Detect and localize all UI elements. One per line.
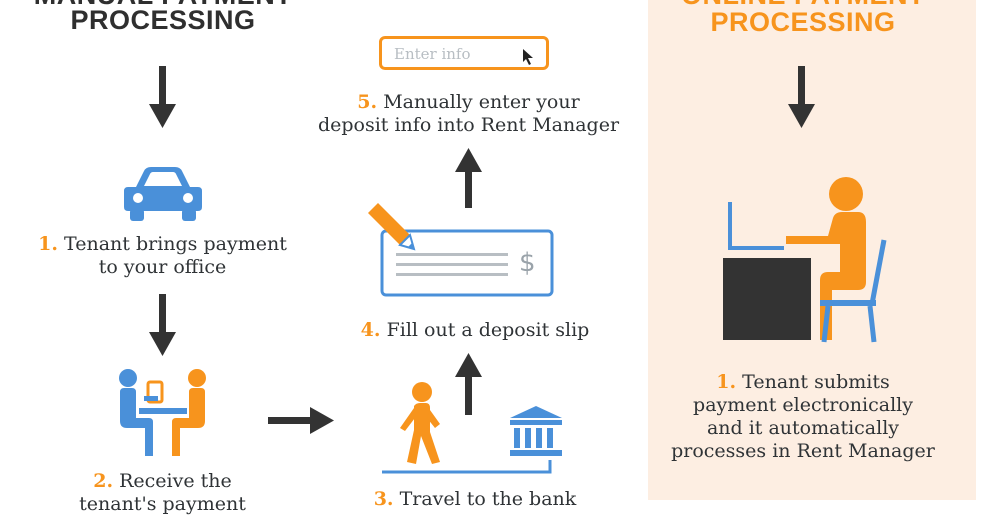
arrow-down-online — [788, 66, 815, 128]
online-heading-line2: PROCESSING — [710, 7, 896, 37]
online-step-text: 1. Tenant submits payment electronically… — [648, 371, 958, 463]
step-5-number: 5. — [357, 91, 378, 113]
step-2-text: 2. Receive the tenant's payment — [0, 470, 325, 516]
arrow-up-2 — [455, 148, 482, 208]
step-2-line2: tenant's payment — [79, 493, 246, 515]
online-step-line2: payment electronically — [693, 394, 913, 416]
travel-illustration — [382, 382, 562, 474]
step-5-line2: deposit info into Rent Manager — [317, 114, 620, 136]
flow-arrows — [149, 66, 815, 434]
step-1-line2: to your office — [98, 256, 227, 278]
enter-info-input[interactable]: Enter info — [379, 36, 549, 70]
step-4-text: 4. Fill out a deposit slip — [330, 319, 620, 342]
arrow-right — [268, 407, 334, 434]
step-1-number: 1. — [38, 233, 58, 255]
step-4-line1: Fill out a deposit slip — [386, 319, 590, 341]
step-5-text: 5. Manually enter your deposit info into… — [300, 91, 637, 137]
online-step-line1: Tenant submits — [742, 371, 890, 393]
computer-desk-icon — [723, 177, 887, 343]
arrow-up-1 — [455, 353, 482, 415]
online-step-line4: processes in Rent Manager — [671, 440, 935, 462]
step-3-line1: Travel to the bank — [399, 488, 577, 510]
step-2-number: 2. — [93, 470, 114, 492]
bank-icon — [510, 406, 562, 456]
manual-heading-line1: MANUAL PAYMENT — [18, 0, 308, 11]
online-heading-line1: ONLINE PAYMENT — [648, 0, 958, 11]
online-panel — [648, 0, 976, 500]
step-1-text: 1. Tenant brings payment to your office — [0, 233, 325, 279]
step-1-line1: Tenant brings payment — [64, 233, 287, 255]
svg-text:$: $ — [519, 248, 536, 278]
cursor-icon — [523, 49, 533, 65]
arrow-down-1 — [149, 66, 176, 128]
step-2-line1: Receive the — [119, 470, 232, 492]
arrow-down-2 — [149, 294, 176, 356]
walking-person-icon — [400, 382, 440, 464]
deposit-check-icon: $ — [368, 203, 554, 297]
page-edge — [976, 0, 1000, 500]
pencil-icon — [368, 203, 416, 251]
step-3-number: 3. — [373, 488, 394, 510]
enter-info-placeholder: Enter info — [394, 45, 471, 63]
manual-heading-line2: PROCESSING — [70, 5, 256, 35]
step-4-number: 4. — [360, 319, 381, 341]
car-icon — [124, 167, 202, 221]
step-5-line1: Manually enter your — [383, 91, 580, 113]
online-step-line3: and it automatically — [706, 417, 900, 439]
online-step-number: 1. — [716, 371, 737, 393]
meeting-icon — [119, 369, 206, 456]
